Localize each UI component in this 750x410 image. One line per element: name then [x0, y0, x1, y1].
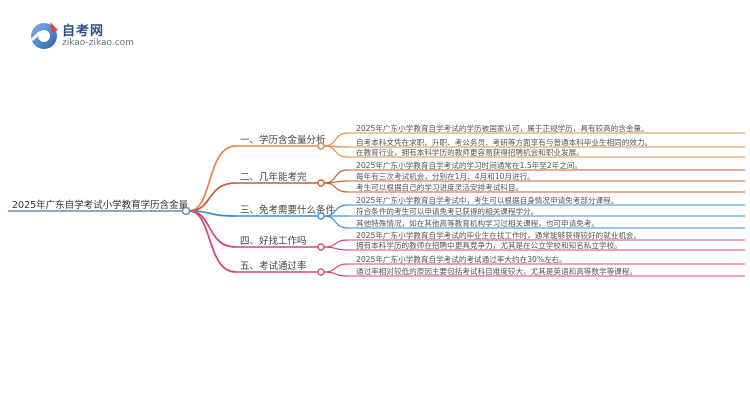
- leaf-label: 通过率相对较低的原因主要包括考试科目难度较大，尤其是英语和高等数学等课程。: [356, 266, 637, 276]
- branch-edge: [188, 182, 237, 212]
- leaf-edge: [323, 145, 349, 158]
- branch-label: 三、免考需要什么条件: [240, 204, 336, 216]
- leaf-label: 2025年广东小学教育自学考试的毕业生在找工作时，通常能够获得较好的就业机会。: [356, 230, 641, 240]
- leaf-edge: [323, 246, 349, 251]
- logo-url: zikao-zikao.com: [62, 38, 134, 48]
- branch-node-dot[interactable]: [317, 268, 325, 276]
- leaf-label: 每年有三次考试机会，分别在1月、4月和10月进行。: [356, 171, 535, 181]
- leaf-edge: [323, 239, 349, 248]
- logo-mark-icon: [30, 22, 58, 49]
- leaf-edge: [323, 271, 349, 277]
- branch-label: 四、好找工作吗: [240, 235, 307, 247]
- leaf-label: 2025年广东小学教育自学考试中，考生可以根据自身情况申请免考部分课程。: [356, 195, 618, 205]
- site-logo[interactable]: 自考网 zikao-zikao.com: [0, 0, 160, 60]
- leaf-edge: [323, 132, 349, 147]
- leaf-label: 自考本科文凭在求职、升职、考公务员、考研等方面享有与普通本科毕业生相同的效力。: [356, 137, 652, 147]
- root-node-dot[interactable]: [181, 206, 191, 216]
- logo-title: 自考网: [62, 24, 105, 39]
- branch-node-dot[interactable]: [317, 179, 325, 187]
- leaf-edge: [323, 180, 349, 184]
- leaf-label: 考生可以根据自己的学习进度灵活安排考试科目。: [356, 182, 523, 192]
- leaf-edge: [323, 263, 349, 273]
- branch-label: 一、学历含金量分析: [240, 134, 326, 146]
- leaf-label: 在教育行业，拥有本科学历的教师更容易获得招聘机会和职业发展。: [356, 147, 584, 157]
- leaf-label: 拥有本科学历的教师在招聘中更具竞争力，尤其是在公立学校和知名私立学校。: [356, 240, 622, 250]
- leaf-label: 2025年广东小学教育自学考试的学历被国家认可，属于正规学历，具有较高的含金量。: [356, 123, 649, 133]
- root-label: 2025年广东自学考试小学教育学历含金量: [12, 199, 189, 211]
- branch-edge: [188, 145, 237, 212]
- leaf-edge: [323, 215, 349, 229]
- branch-node-dot[interactable]: [317, 142, 325, 150]
- leaf-label: 2025年广东小学教育自学考试的学习时间通常在1.5年至2年之间。: [356, 160, 582, 170]
- leaf-label: 符合条件的考生可以申请免考已获得的相关课程学分。: [356, 206, 538, 216]
- branch-edge: [188, 210, 237, 273]
- leaf-label: 其他特殊情况，如在其他高等教育机构学习过相关课程，也可申请免考。: [356, 218, 599, 228]
- leaf-label: 2025年广东小学教育自学考试的考试通过率大约在30%左右。: [356, 254, 567, 264]
- leaf-edge: [323, 182, 349, 193]
- branch-node-dot[interactable]: [317, 212, 325, 220]
- branch-label: 五、考试通过率: [240, 260, 307, 272]
- branch-node-dot[interactable]: [317, 243, 325, 251]
- branch-label: 二、几年能考完: [240, 171, 307, 183]
